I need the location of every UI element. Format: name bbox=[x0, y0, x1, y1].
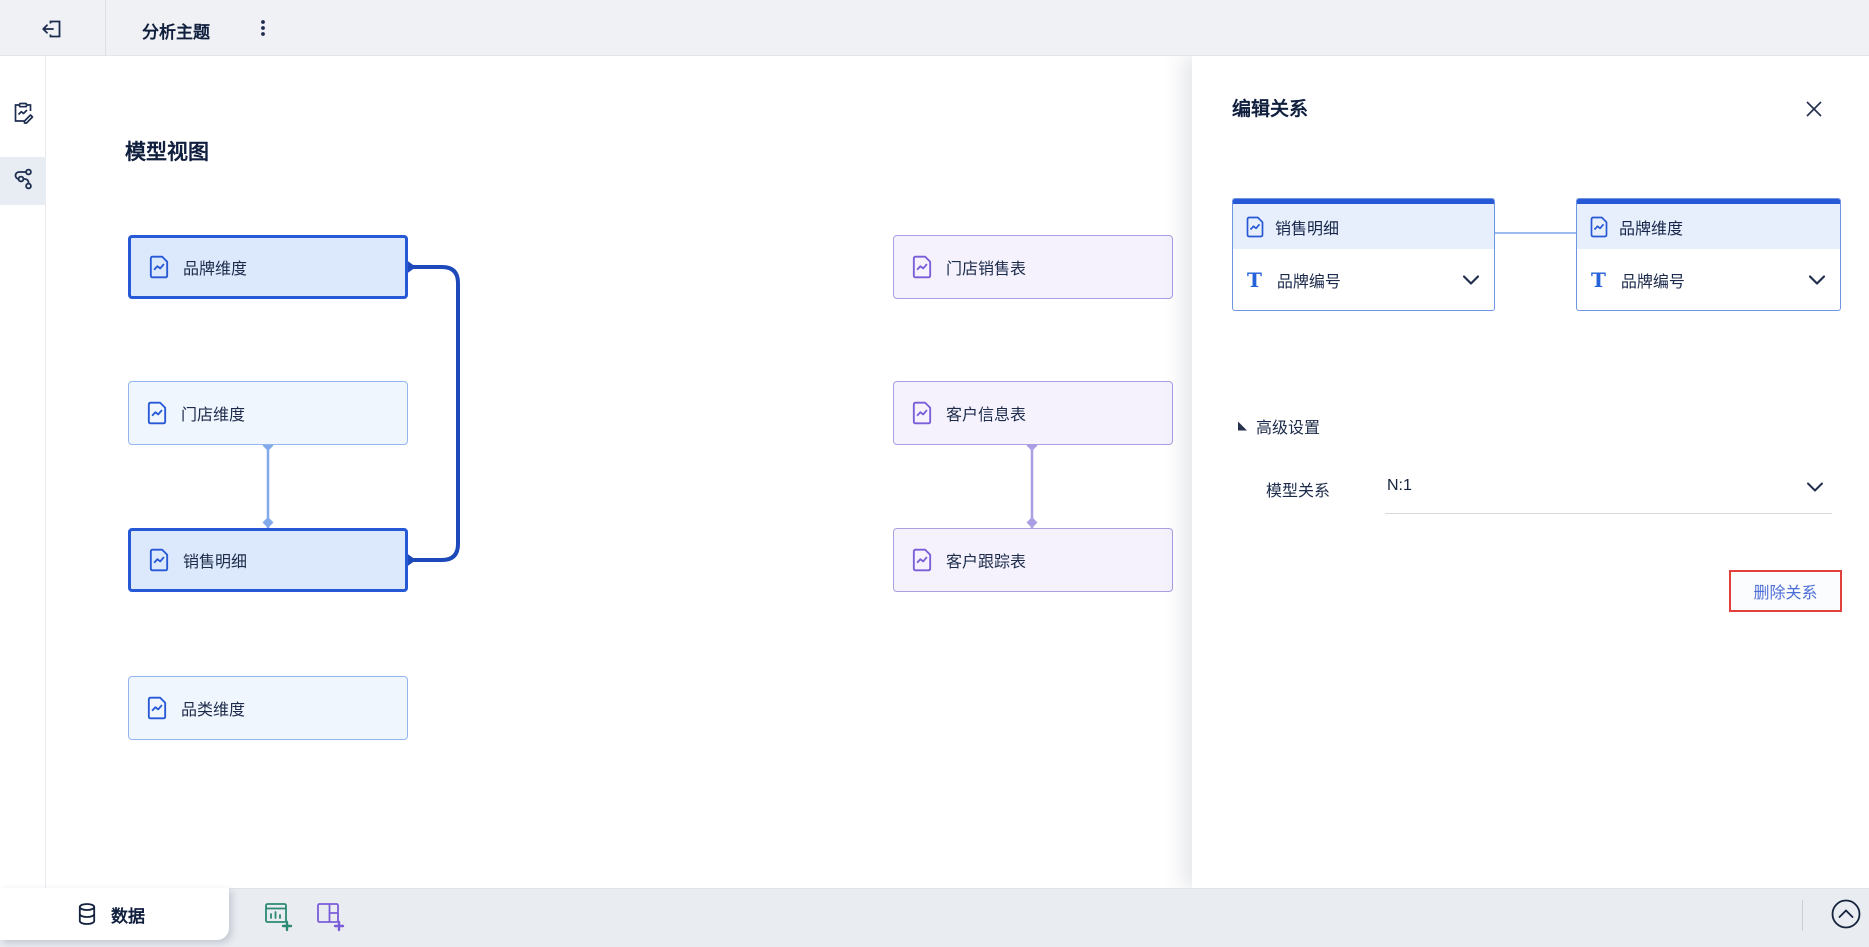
tab-data[interactable]: 数据 bbox=[0, 888, 229, 940]
node-label: 客户信息表 bbox=[946, 407, 1027, 424]
field-name: 品牌编号 bbox=[1620, 273, 1685, 291]
add-chart-icon[interactable] bbox=[263, 900, 293, 932]
model-node-customer-track[interactable]: 客户跟踪表 bbox=[893, 528, 1173, 592]
node-label: 销售明细 bbox=[183, 554, 248, 571]
collapse-triangle-icon bbox=[1238, 421, 1247, 431]
edit-board-icon bbox=[11, 101, 35, 130]
topbar: 分析主题 bbox=[0, 0, 1869, 56]
relation-card-right: 品牌维度 T 品牌编号 bbox=[1576, 198, 1841, 311]
chart-document-icon bbox=[148, 255, 170, 279]
card-accent-bar bbox=[1577, 199, 1840, 204]
sidebar-item-model-view[interactable] bbox=[0, 157, 46, 205]
chart-document-icon bbox=[911, 255, 933, 279]
chevron-down-icon bbox=[1806, 480, 1824, 498]
text-field-icon: T bbox=[1591, 267, 1606, 292]
model-relation-row: 模型关系 N:1 bbox=[1266, 474, 1832, 516]
chevron-down-icon bbox=[1462, 274, 1480, 286]
tab-data-label: 数据 bbox=[111, 906, 145, 926]
field-name: 品牌编号 bbox=[1276, 273, 1341, 291]
card-table-header: 销售明细 bbox=[1233, 204, 1494, 249]
relation-icon bbox=[11, 167, 35, 196]
node-label: 客户跟踪表 bbox=[946, 554, 1027, 571]
page-title: 分析主题 bbox=[142, 23, 210, 42]
card-accent-bar bbox=[1233, 199, 1494, 204]
chart-document-icon bbox=[146, 696, 168, 720]
relation-card-left: 销售明细 T 品牌编号 bbox=[1232, 198, 1495, 311]
text-field-icon: T bbox=[1247, 267, 1262, 292]
advanced-settings-label: 高级设置 bbox=[1256, 420, 1321, 437]
panel-title: 编辑关系 bbox=[1232, 99, 1309, 120]
card-table-name: 销售明细 bbox=[1275, 220, 1340, 238]
bottombar: 数据 bbox=[0, 888, 1869, 947]
advanced-settings-toggle[interactable]: 高级设置 bbox=[1238, 414, 1320, 438]
node-label: 品牌维度 bbox=[183, 261, 248, 278]
model-relation-select[interactable]: N:1 bbox=[1385, 474, 1832, 514]
node-label: 门店销售表 bbox=[946, 261, 1027, 278]
topbar-divider bbox=[105, 0, 106, 56]
card-table-name: 品牌维度 bbox=[1619, 220, 1684, 238]
exit-icon[interactable] bbox=[40, 17, 64, 41]
model-relation-value: N:1 bbox=[1387, 477, 1412, 494]
node-label: 门店维度 bbox=[181, 407, 246, 424]
canvas-heading: 模型视图 bbox=[125, 141, 209, 164]
edit-relation-panel: 编辑关系 销售明细 T 品牌编号 bbox=[1192, 56, 1869, 888]
model-node-store-sales[interactable]: 门店销售表 bbox=[893, 235, 1173, 299]
delete-relation-button[interactable]: 删除关系 bbox=[1729, 570, 1842, 612]
chart-document-icon bbox=[148, 548, 170, 572]
chart-document-icon bbox=[911, 401, 933, 425]
chart-document-icon bbox=[911, 548, 933, 572]
chevron-down-icon bbox=[1808, 274, 1826, 286]
bottombar-divider bbox=[1802, 900, 1803, 931]
chart-document-icon bbox=[1589, 216, 1609, 238]
model-node-store-dim[interactable]: 门店维度 bbox=[128, 381, 408, 445]
field-select-right[interactable]: T 品牌编号 bbox=[1577, 249, 1840, 310]
chart-document-icon bbox=[1245, 216, 1265, 238]
left-sidebar bbox=[0, 56, 46, 888]
model-node-brand-dim[interactable]: 品牌维度 bbox=[128, 235, 408, 299]
card-connection-line bbox=[1495, 232, 1576, 234]
sidebar-item-edit-view[interactable] bbox=[0, 91, 46, 139]
node-label: 品类维度 bbox=[181, 702, 246, 719]
model-node-sales-detail[interactable]: 销售明细 bbox=[128, 528, 408, 592]
field-select-left[interactable]: T 品牌编号 bbox=[1233, 249, 1494, 310]
add-dashboard-icon[interactable] bbox=[315, 900, 345, 932]
database-icon bbox=[76, 902, 98, 926]
kebab-menu-icon[interactable] bbox=[252, 17, 274, 39]
chart-document-icon bbox=[146, 401, 168, 425]
close-icon[interactable] bbox=[1803, 98, 1825, 120]
model-node-customer-info[interactable]: 客户信息表 bbox=[893, 381, 1173, 445]
model-relation-label: 模型关系 bbox=[1266, 483, 1331, 500]
card-table-header: 品牌维度 bbox=[1577, 204, 1840, 249]
chevron-up-circle-icon[interactable] bbox=[1830, 898, 1862, 930]
model-node-category-dim[interactable]: 品类维度 bbox=[128, 676, 408, 740]
relation-link-selected[interactable] bbox=[409, 265, 460, 562]
